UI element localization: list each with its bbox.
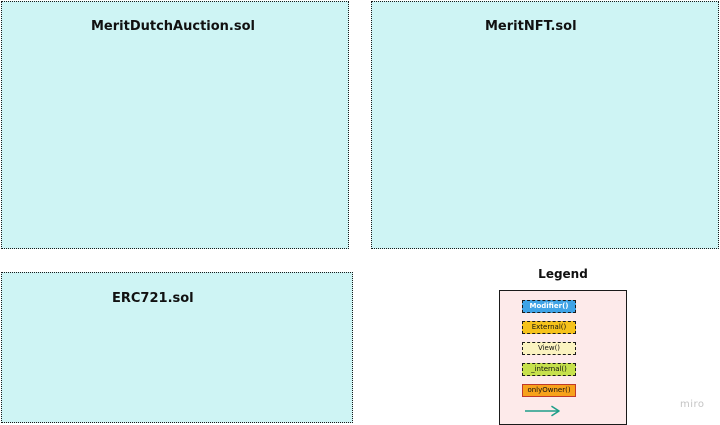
contract-title: MeritNFT.sol	[485, 19, 577, 34]
legend-item-external: External()	[522, 321, 576, 334]
miro-watermark: miro	[680, 399, 705, 410]
legend-item-modifier: Modifier()	[522, 300, 576, 313]
contract-title: ERC721.sol	[112, 291, 194, 306]
legend-item-view: View()	[522, 342, 576, 355]
contract-title: MeritDutchAuction.sol	[91, 19, 255, 34]
legend-title: Legend	[538, 267, 588, 281]
legend-item-only-owner: onlyOwner()	[522, 384, 576, 397]
contract-box-merit-nft[interactable]: MeritNFT.sol	[371, 1, 719, 249]
legend-box[interactable]: Modifier() External() View() _internal()…	[499, 290, 627, 425]
contract-box-erc721[interactable]: ERC721.sol	[1, 272, 353, 423]
arrow-right-icon	[525, 405, 560, 417]
legend-item-internal: _internal()	[522, 363, 576, 376]
contract-box-merit-dutch-auction[interactable]: MeritDutchAuction.sol	[1, 1, 349, 249]
